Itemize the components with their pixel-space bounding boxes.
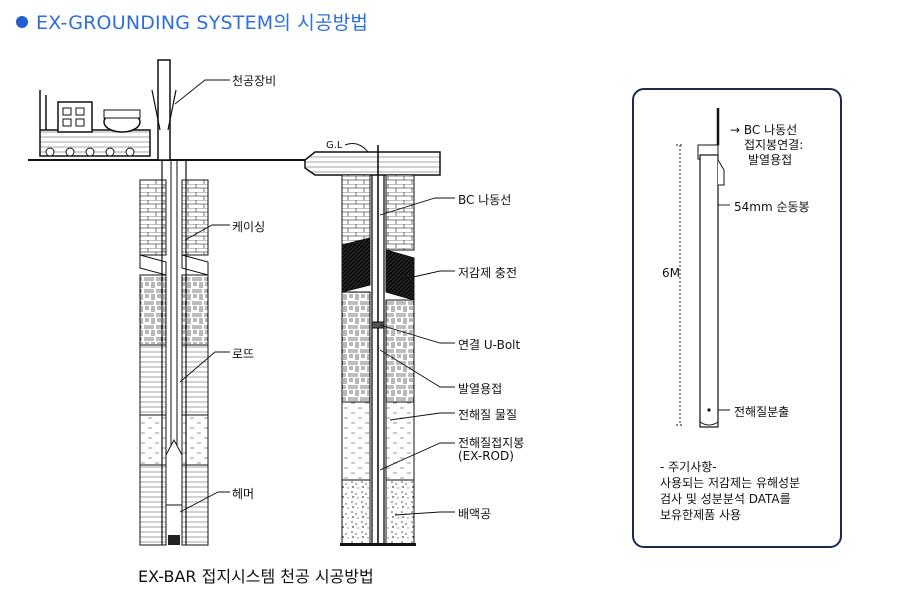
label-weld: 발열용접 xyxy=(458,382,503,396)
note-heading: - 주기사항- xyxy=(660,460,717,474)
label-rod-connection: 접지봉연결: xyxy=(744,138,804,152)
label-electrolyte: 전해질 물질 xyxy=(458,408,518,422)
drilling-rig xyxy=(28,59,320,161)
rod-spec-box xyxy=(632,88,842,548)
note-line: 검사 및 성분분석 DATA를 xyxy=(660,492,791,506)
label-copper-rod: 54mm 순동봉 xyxy=(734,200,810,214)
note-line: 보유한제품 사용 xyxy=(660,508,742,522)
label-hammer: 헤머 xyxy=(232,487,255,501)
label-electrolyte-outlet: 전해질분출 xyxy=(734,405,790,419)
label-length: 6M xyxy=(662,266,680,280)
left-borehole xyxy=(139,160,209,546)
label-ex-rod-sub: (EX-ROD) xyxy=(458,449,514,463)
label-bc-wire: BC 나동선 xyxy=(458,193,512,207)
label-bc-wire-right: → BC 나동선 xyxy=(730,123,798,137)
label-ground-level: G.L xyxy=(326,140,343,151)
label-u-bolt: 연결 U-Bolt xyxy=(458,338,521,352)
leader-lines xyxy=(174,79,730,516)
diagram-caption: EX-BAR 접지시스템 천공 시공방법 xyxy=(138,567,374,586)
note-line: 사용되는 저감제는 유해성분 xyxy=(660,476,801,490)
copper-rod xyxy=(676,108,725,428)
label-casing: 케이싱 xyxy=(232,220,266,234)
label-drain: 배액공 xyxy=(458,507,492,521)
label-rod: 로뜨 xyxy=(232,347,255,361)
remarks-note: - 주기사항- 사용되는 저감제는 유해성분 검사 및 성분분석 DATA를 보… xyxy=(660,459,800,523)
page-title: EX-GROUNDING SYSTEM의 시공방법 xyxy=(36,12,369,34)
label-drilling-equipment: 천공장비 xyxy=(232,74,277,88)
label-exothermic-weld: 발열용접 xyxy=(748,153,793,167)
bullet-icon xyxy=(16,15,28,28)
middle-borehole xyxy=(304,143,441,546)
label-ex-rod: 전해질접지봉 xyxy=(458,436,525,450)
title-row: EX-GROUNDING SYSTEM의 시공방법 xyxy=(16,8,368,35)
label-fill: 저감제 충전 xyxy=(458,266,518,280)
